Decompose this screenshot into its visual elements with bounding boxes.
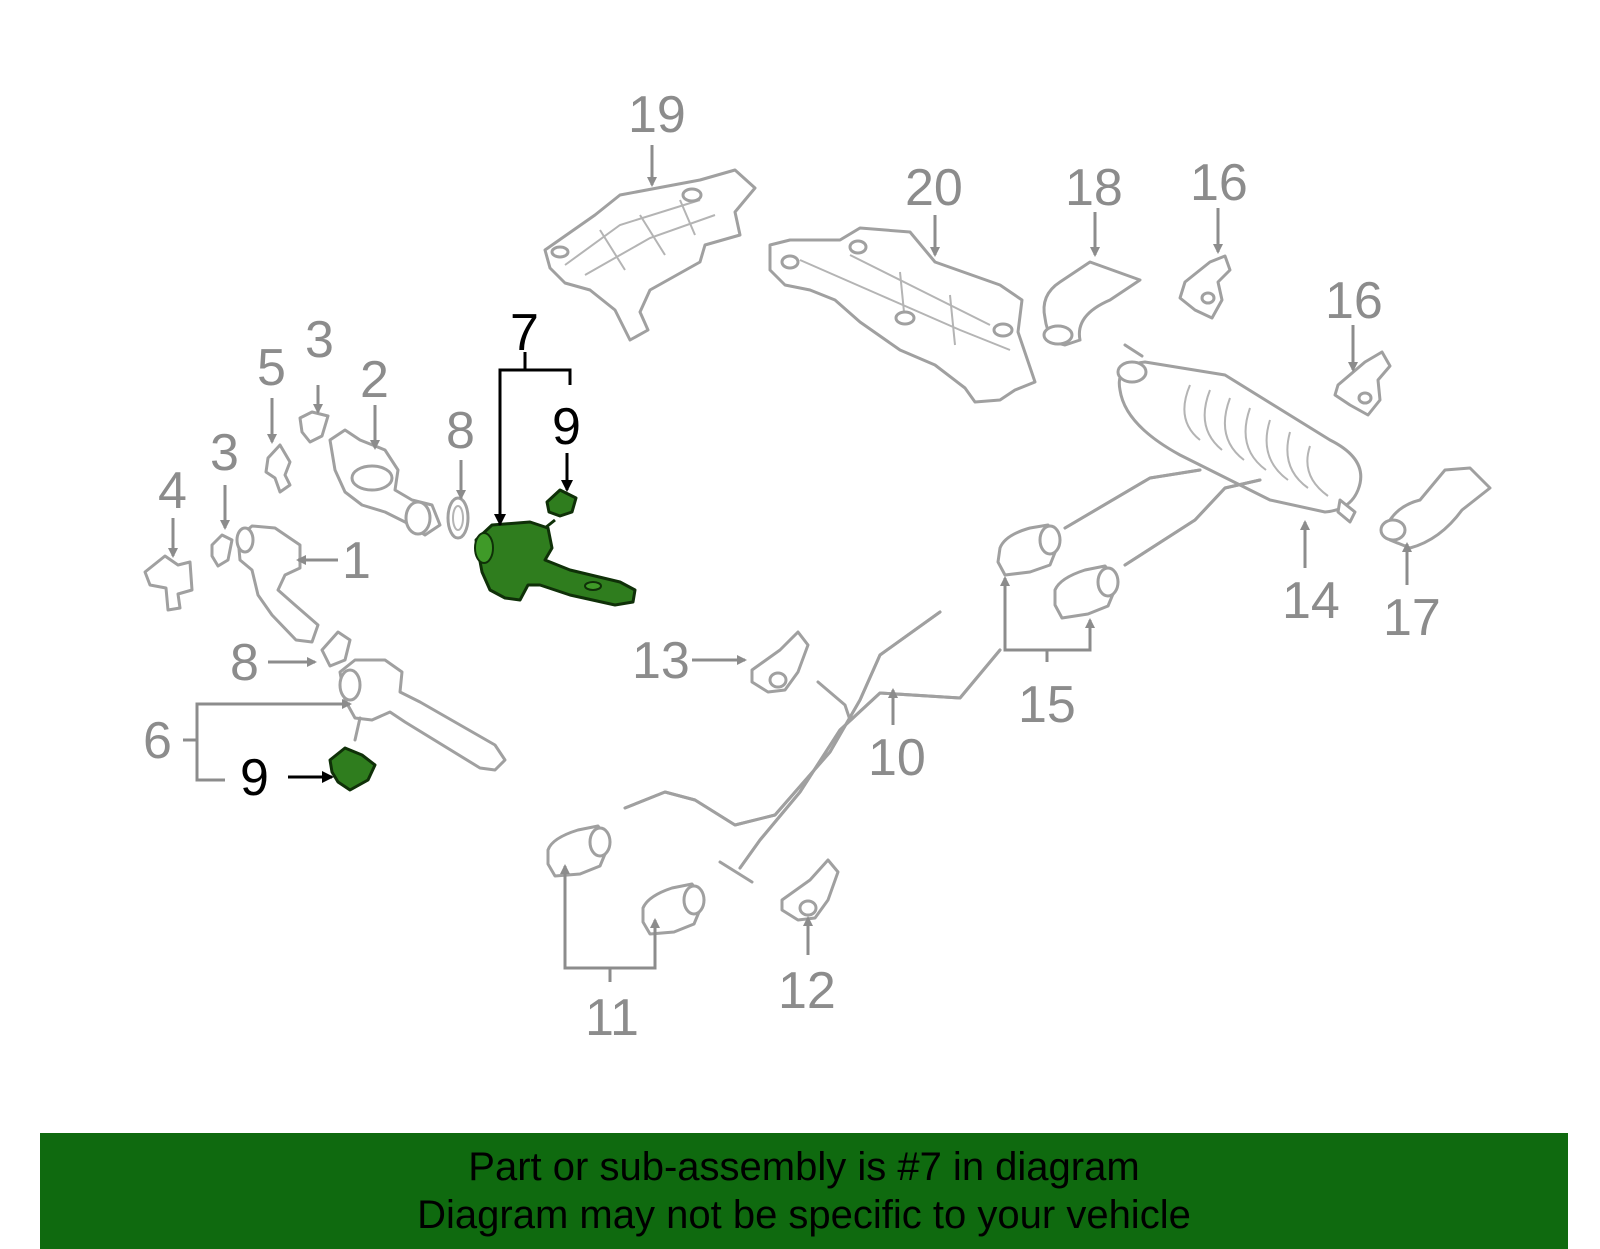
callout-12: 12: [778, 962, 836, 1020]
bracket-4: [143, 554, 194, 612]
heat-shield-20: [768, 226, 1037, 404]
catalytic-converter-1: [235, 524, 320, 644]
bracket-5: [264, 443, 292, 494]
hanger-12: [780, 858, 840, 922]
callout-8-upper: 8: [446, 402, 475, 460]
clamp-11-left: [546, 824, 612, 878]
callout-3-upper: 3: [305, 311, 334, 369]
callout-20: 20: [905, 159, 963, 217]
catalytic-converter-2: [328, 428, 442, 537]
clamp-15-left: [996, 523, 1062, 577]
callout-19: 19: [628, 86, 686, 144]
callout-5: 5: [257, 339, 286, 397]
leader-lines: [168, 145, 1412, 982]
gasket-3-upper: [298, 410, 330, 444]
callout-11: 11: [585, 989, 639, 1047]
callout-9-upper: 9: [552, 398, 581, 456]
callout-4: 4: [158, 462, 187, 520]
clamp-15-right: [1053, 564, 1120, 620]
rear-muffler-14: [1063, 343, 1363, 567]
callout-13: 13: [632, 632, 690, 690]
front-pipe-7-highlighted: [474, 518, 637, 607]
hanger-13: [750, 630, 810, 694]
clamp-9-upper-highlighted: [545, 488, 578, 518]
callout-1: 1: [342, 532, 371, 590]
info-banner: Part or sub-assembly is #7 in diagram Di…: [40, 1133, 1568, 1249]
gasket-8-upper: [446, 496, 470, 540]
front-pipe-6: [338, 658, 507, 772]
clamp-11-right: [641, 882, 706, 936]
callout-3-lower: 3: [210, 424, 239, 482]
callout-14: 14: [1282, 572, 1340, 630]
hanger-16-upper: [1178, 254, 1232, 320]
callout-18: 18: [1065, 159, 1123, 217]
clamp-9-lower-highlighted: [328, 746, 377, 792]
callout-9-lower: 9: [240, 749, 269, 807]
hanger-16-lower: [1333, 350, 1392, 417]
banner-line-part-number: Part or sub-assembly is #7 in diagram: [468, 1145, 1140, 1189]
callout-17: 17: [1383, 589, 1441, 647]
tailpipe-tip-17: [1379, 466, 1492, 550]
callout-7: 7: [510, 304, 539, 362]
callout-6: 6: [143, 712, 172, 770]
callout-8-lower: 8: [230, 634, 259, 692]
gasket-8-lower: [320, 630, 352, 668]
gasket-3-lower: [210, 533, 234, 568]
callout-15: 15: [1018, 676, 1076, 734]
callout-16-upper: 16: [1190, 154, 1248, 212]
callout-16-lower: 16: [1325, 272, 1383, 330]
callout-10: 10: [868, 729, 926, 787]
callout-2: 2: [360, 351, 389, 409]
callout-labels: 19 20 18 16 16 14 17 15 10 13 12 11 1 2 …: [143, 86, 1441, 1047]
heat-shield-19: [543, 168, 757, 342]
tailpipe-tip-18: [1042, 260, 1142, 347]
intermediate-pipe-10: [623, 610, 1002, 884]
banner-line-disclaimer: Diagram may not be specific to your vehi…: [417, 1193, 1191, 1237]
